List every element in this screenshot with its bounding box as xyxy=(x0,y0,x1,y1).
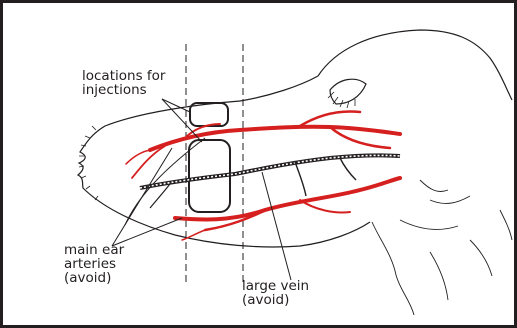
label-line: main ear xyxy=(64,243,124,257)
label-line: arteries xyxy=(64,257,124,271)
label-injection-locations: locations for injections xyxy=(82,69,165,97)
label-main-ear-arteries: main ear arteries (avoid) xyxy=(64,243,124,285)
artery-lower-branch-3 xyxy=(182,230,205,240)
label-line: (avoid) xyxy=(64,271,124,285)
leader-vein xyxy=(262,172,291,280)
artery-upper xyxy=(150,127,400,150)
vein-branch-1 xyxy=(295,162,306,196)
ear-tip-fur xyxy=(79,126,98,200)
label-line: large vein xyxy=(242,279,309,293)
head-outline xyxy=(318,30,512,100)
injection-site-upper xyxy=(190,103,228,126)
label-large-vein: large vein (avoid) xyxy=(242,279,309,307)
vein-main xyxy=(140,155,400,188)
label-line: injections xyxy=(82,83,165,97)
head-fur-right xyxy=(372,180,512,315)
label-line: locations for xyxy=(82,69,165,83)
vein-branch-3 xyxy=(150,184,170,208)
vein-branch-2 xyxy=(340,158,356,180)
artery-upper-branch-1 xyxy=(300,112,360,126)
ear-top-contour xyxy=(240,76,318,101)
artery-lower xyxy=(175,178,400,220)
label-line: (avoid) xyxy=(242,293,309,307)
